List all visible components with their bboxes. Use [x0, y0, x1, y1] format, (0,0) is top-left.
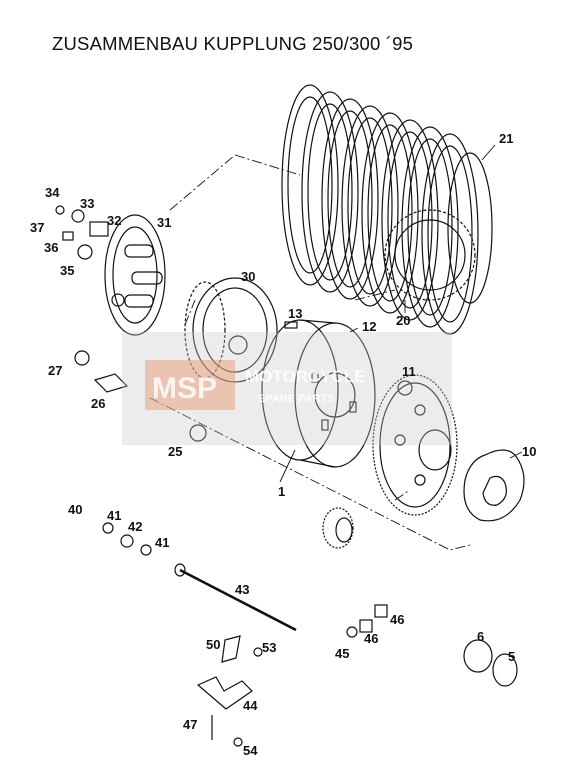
pushrod	[174, 563, 297, 632]
callout-11: 11	[402, 364, 416, 379]
callout-37: 37	[30, 220, 44, 235]
callout-12: 12	[362, 319, 376, 334]
callout-34: 34	[45, 185, 60, 200]
callout-46a: 46	[390, 612, 404, 627]
callout-26: 26	[91, 396, 105, 411]
watermark: MSP MOTORCYCLE SPARE PARTS	[122, 332, 452, 445]
callout-54: 54	[243, 743, 258, 758]
callout-36: 36	[44, 240, 58, 255]
callout-33: 33	[80, 196, 94, 211]
retaining-ring	[463, 449, 525, 522]
callout-45: 45	[335, 646, 349, 661]
watermark-sub: SPARE PARTS	[258, 393, 335, 405]
watermark-brand: MOTORCYCLE	[245, 367, 366, 386]
callout-labels: 21 20 12 13 30 31 32 33 34 37 36 35 27 2…	[30, 131, 536, 758]
callout-42: 42	[128, 519, 142, 534]
primary-gear	[372, 374, 458, 516]
callout-6: 6	[477, 629, 484, 644]
clutch-hub	[184, 277, 278, 383]
callout-53: 53	[262, 640, 276, 655]
small-gear	[322, 507, 354, 549]
callout-50: 50	[206, 637, 220, 652]
pressure-plate	[104, 214, 166, 336]
callout-27: 27	[48, 363, 62, 378]
callout-20: 20	[396, 313, 410, 328]
callout-5: 5	[508, 649, 515, 664]
callout-21: 21	[499, 131, 513, 146]
clutch-plates-stack	[281, 84, 493, 335]
callout-31: 31	[157, 215, 171, 230]
callout-44: 44	[243, 698, 258, 713]
callout-10: 10	[522, 444, 536, 459]
callout-41b: 41	[155, 535, 169, 550]
callout-1: 1	[278, 484, 285, 499]
callout-35: 35	[60, 263, 74, 278]
diagram-title: ZUSAMMENBAU KUPPLUNG 250/300 ´95	[52, 33, 414, 54]
callout-40: 40	[68, 502, 82, 517]
callout-13: 13	[288, 306, 302, 321]
callout-46b: 46	[364, 631, 378, 646]
callout-41a: 41	[107, 508, 121, 523]
watermark-logo: MSP	[152, 372, 217, 405]
callout-32: 32	[107, 213, 121, 228]
clutch-basket	[261, 319, 376, 468]
callout-43: 43	[235, 582, 249, 597]
leader-lines	[279, 144, 523, 483]
callout-47: 47	[183, 717, 197, 732]
small-parts	[55, 205, 518, 747]
callout-25: 25	[168, 444, 182, 459]
callout-30: 30	[241, 269, 255, 284]
